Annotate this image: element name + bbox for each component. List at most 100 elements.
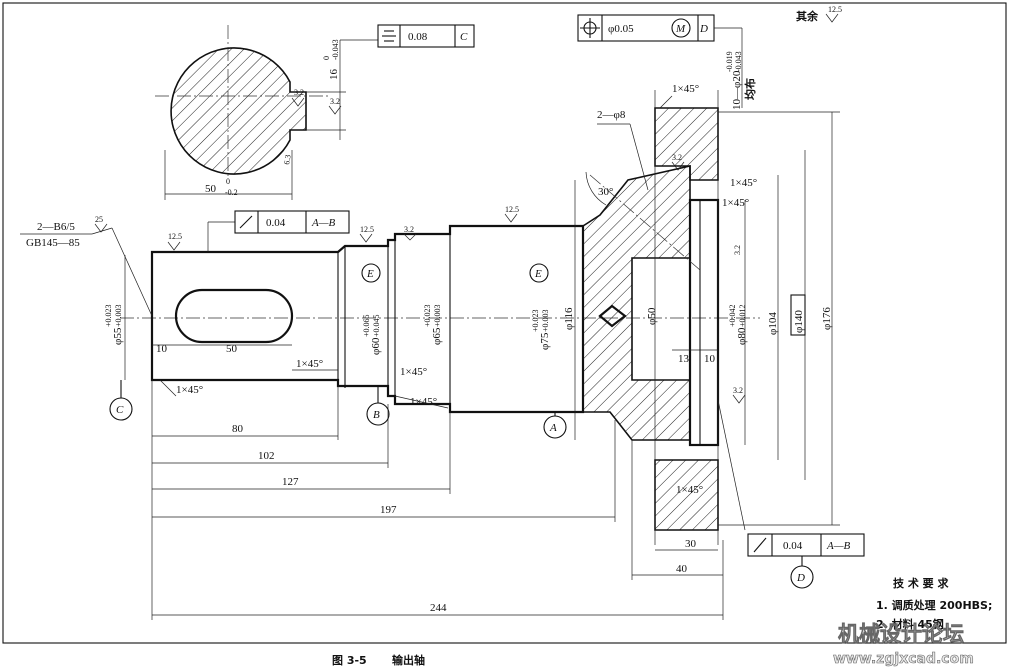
- position-datum: D: [699, 23, 708, 35]
- chamfer-labels: 1×45° 1×45° 1×45° 1×45° 1×45° 1×45° 1×45…: [159, 83, 757, 496]
- runout-frame-2: 0.04 A—B: [717, 399, 865, 557]
- tech-req-item-2: 2. 材料 45钢: [876, 617, 944, 631]
- dia-60-tol-lower: +0.045: [372, 314, 381, 337]
- dia-60-tol-upper: +0.065: [362, 314, 371, 337]
- section-width-tol-lower: -0.2: [225, 188, 238, 197]
- holes-spec: 10—φ20: [731, 70, 743, 110]
- keyway: [174, 288, 294, 344]
- dia-65: φ65: [431, 327, 443, 345]
- symmetry-value: 0.08: [408, 31, 428, 43]
- center-hole-spec: 2—B6/5: [37, 221, 75, 233]
- holes-distributed: 均布: [743, 78, 757, 100]
- len-40: 40: [676, 563, 688, 575]
- runout-icon-2: [753, 537, 767, 553]
- roughness-note-label: 其余: [796, 9, 819, 23]
- key-width-dim: 16: [328, 69, 340, 81]
- dia-80: φ80: [736, 327, 748, 345]
- len-30: 30: [685, 538, 697, 550]
- roughness-r5: 3.2: [672, 153, 682, 162]
- section-roughness-2: 3.2: [330, 97, 340, 106]
- position-icon: [580, 18, 600, 38]
- roughness-r6: 3.2: [733, 245, 742, 255]
- key-width-tol-upper: 0: [322, 56, 331, 60]
- datum-d: D: [796, 572, 805, 584]
- center-hole-note: 2—B6/5 GB145—85 25: [20, 215, 153, 317]
- dia-80-tol-upper: +0.042: [728, 304, 737, 327]
- section-width-dim: 50: [205, 183, 217, 195]
- position-tolerance-frame: φ0.05 M D 10—φ20 -0.019 -0.043 均布: [577, 14, 757, 110]
- roughness-r1: 12.5: [168, 232, 182, 241]
- dia-55-tol-upper: +0.023: [104, 304, 113, 327]
- length-dimensions: 10 50 80 102 127 197 244 13 10 30 40: [151, 343, 724, 620]
- len-10a: 10: [156, 343, 168, 355]
- tech-req-item-1: 1. 调质处理 200HBS;: [876, 598, 992, 612]
- len-127: 127: [282, 476, 299, 488]
- len-197: 197: [380, 504, 397, 516]
- shaft-view: [120, 90, 760, 545]
- chamfer-8: 1×45°: [676, 484, 703, 496]
- symmetry-datum: C: [460, 31, 468, 43]
- datum-b: B: [373, 409, 380, 421]
- dia-176: φ176: [821, 307, 833, 330]
- datum-a: A: [549, 422, 557, 434]
- runout-1-value: 0.04: [266, 217, 286, 229]
- watermark-name: 机械设计论坛: [838, 622, 964, 646]
- section-view: 50 0 -0.2 16 0 -0.043 0.08 C 3.2 3.2 6: [155, 24, 475, 200]
- dia-80-tol-lower: +0.012: [738, 304, 747, 327]
- center-hole-roughness: 25: [95, 215, 103, 224]
- watermark: 机械设计论坛 www.zgjxcad.com: [833, 622, 974, 668]
- len-10b: 10: [704, 353, 716, 365]
- position-modifier: M: [675, 23, 686, 35]
- dia-140: φ140: [793, 310, 805, 333]
- symmetry-icon: [382, 30, 396, 42]
- gear-hub-section: [582, 164, 691, 441]
- section-roughness-3: 6.3: [282, 154, 293, 165]
- dia-65-tol-upper: +0.023: [423, 304, 432, 327]
- drawing-frame: [2, 2, 1007, 644]
- roughness-marks: 12.5 12.5 12.5 3.2 3.2 3.2 3.2: [167, 153, 746, 404]
- len-50: 50: [226, 343, 238, 355]
- roughness-r4: 3.2: [404, 225, 414, 234]
- diameter-labels: φ55 +0.023 +0.003 φ60 +0.065 +0.045 φ65 …: [104, 111, 840, 526]
- dia-75-tol-upper: +0.023: [531, 309, 540, 332]
- roughness-r3: 12.5: [505, 205, 519, 214]
- len-102: 102: [258, 450, 275, 462]
- roughness-r2: 12.5: [360, 225, 374, 234]
- figure-number: 图 3-5: [332, 654, 367, 667]
- chamfer-4: 1×45°: [410, 396, 437, 408]
- holes-tol-lower: -0.043: [734, 51, 743, 72]
- chamfer-5: 1×45°: [672, 83, 699, 95]
- datum-e1: E: [366, 268, 374, 280]
- dia-55: φ55: [112, 327, 124, 345]
- section-roughness-1: 3.2: [294, 88, 304, 97]
- chamfer-1: 1×45°: [176, 384, 203, 396]
- runout-frame-1: 0.04 A—B: [207, 210, 350, 252]
- len-13: 13: [678, 353, 690, 365]
- symmetry-frame: 0.08 C: [377, 24, 475, 48]
- len-80: 80: [232, 423, 244, 435]
- roughness-r7: 3.2: [733, 386, 743, 395]
- small-holes-spec: 2—φ8: [597, 109, 626, 121]
- runout-2-value: 0.04: [783, 540, 803, 552]
- runout-icon: [239, 215, 253, 229]
- dia-75-tol-lower: +0.003: [541, 309, 550, 332]
- technical-requirements: 技 术 要 求 1. 调质处理 200HBS; 2. 材料 45钢: [876, 576, 992, 631]
- datum-c: C: [116, 404, 124, 416]
- chamfer-6: 1×45°: [730, 177, 757, 189]
- watermark-url: www.zgjxcad.com: [833, 651, 974, 667]
- center-hole-standard: GB145—85: [26, 237, 80, 249]
- position-value: φ0.05: [608, 23, 634, 35]
- dia-75: φ75: [539, 332, 551, 350]
- datum-e2: E: [534, 268, 542, 280]
- center-hole-mark: [598, 304, 627, 328]
- chamfer-3: 1×45°: [400, 366, 427, 378]
- figure-caption: 图 3-5 输出轴: [332, 653, 425, 667]
- dia-65-tol-lower: +0.003: [433, 304, 442, 327]
- tech-req-heading: 技 术 要 求: [893, 576, 949, 590]
- hole-angle: 30°: [598, 186, 613, 198]
- key-width-tol-lower: -0.043: [331, 39, 340, 60]
- chamfer-2: 1×45°: [296, 358, 323, 370]
- dia-50: φ50: [646, 307, 658, 325]
- roughness-note-value: 12.5: [828, 5, 842, 14]
